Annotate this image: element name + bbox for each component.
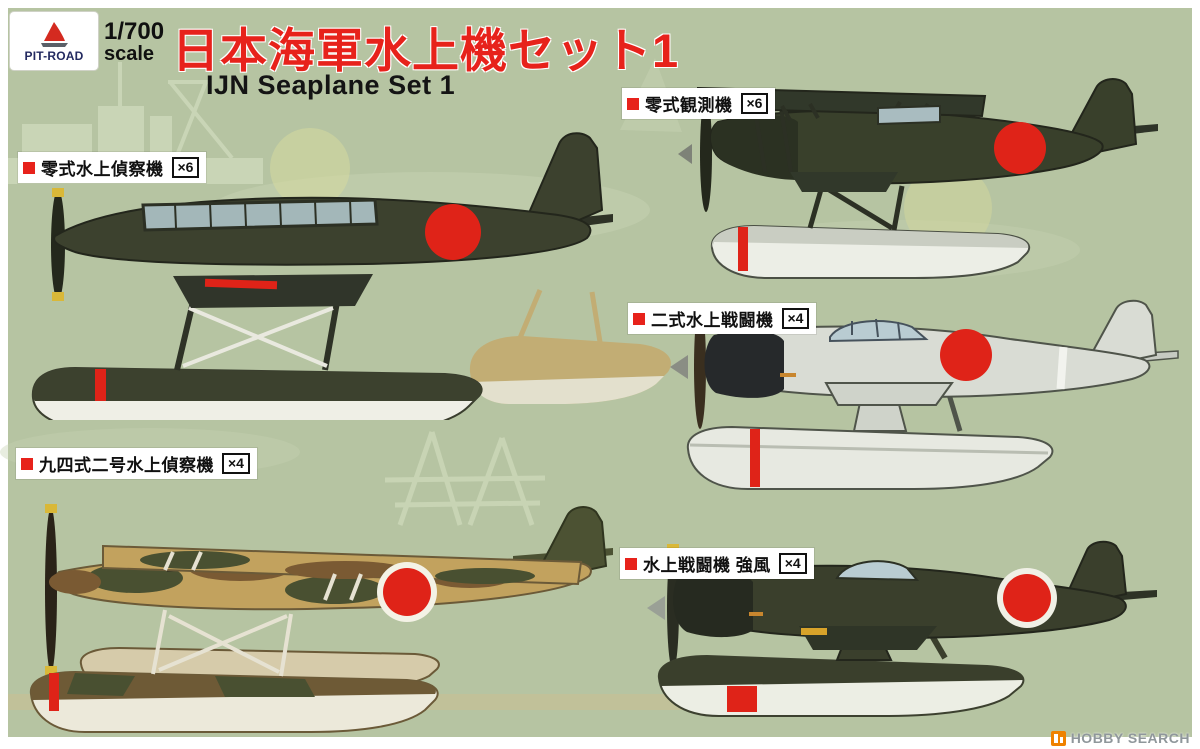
brand-name: PIT-ROAD: [24, 48, 84, 63]
watermark-text: HOBBY SEARCH: [1070, 730, 1190, 746]
hinomaru-roundel: [940, 329, 992, 381]
pit-road-logo: PIT-ROAD: [10, 12, 98, 70]
label-type2-floatplane-fighter: 二式水上戦闘機 ×4: [628, 303, 817, 334]
label-quantity: ×4: [781, 308, 810, 329]
hinomaru-roundel: [383, 568, 431, 616]
illustration-type0-observation-seaplane: [678, 78, 1158, 279]
label-bullet: [633, 312, 645, 325]
illustration-type2-floatplane-fighter: [670, 299, 1179, 490]
float-red-stripe: [49, 673, 59, 711]
canopy: [141, 198, 379, 232]
hinomaru-roundel: [1003, 574, 1051, 622]
label-bullet: [625, 557, 637, 570]
hinomaru-roundel: [994, 122, 1046, 174]
label-quantity: ×4: [222, 453, 250, 474]
label-bullet: [21, 457, 33, 470]
label-bullet: [23, 161, 35, 174]
label-quantity: ×4: [778, 553, 807, 574]
product-title-english: IJN Seaplane Set 1: [206, 70, 456, 100]
hobby-search-watermark: HOBBY SEARCH: [1050, 730, 1190, 746]
hinomaru-roundel: [425, 204, 481, 260]
pit-road-sail-icon: [41, 21, 68, 47]
hobby-search-logo-icon: [1050, 730, 1066, 746]
label-quantity: ×6: [740, 93, 769, 114]
canopy: [835, 560, 920, 582]
label-text: 水上戦闘機 強風: [643, 556, 771, 575]
label-type0-reconnaissance-seaplane: 零式水上偵察機 ×6: [18, 152, 207, 183]
scale-value: 1/700: [104, 18, 165, 45]
product-title-japanese: 日本海軍水上機セット1: [172, 24, 680, 77]
float-red-stripe: [738, 227, 748, 271]
scale-text: 1/700 scale: [104, 18, 165, 66]
label-type0-observation-seaplane: 零式観測機 ×6: [622, 88, 776, 119]
label-text: 九四式二号水上偵察機: [39, 456, 214, 475]
label-text: 零式水上偵察機: [41, 160, 164, 179]
scale-word: scale: [104, 43, 155, 66]
float-red-band: [727, 686, 757, 712]
label-type94-reconnaissance-seaplane: 九四式二号水上偵察機 ×4: [16, 448, 257, 479]
canopy: [877, 104, 941, 126]
float-red-stripe: [95, 369, 106, 401]
label-text: 零式観測機: [645, 96, 733, 115]
illustration-type0-reconnaissance-seaplane: [31, 132, 613, 420]
label-text: 二式水上戦闘機: [651, 311, 774, 330]
label-bullet: [627, 97, 639, 110]
float-red-stripe: [750, 429, 760, 487]
label-quantity: ×6: [171, 157, 200, 178]
illustration-type94-reconnaissance-seaplane: [29, 504, 613, 733]
label-kyofu-floatplane-fighter: 水上戦闘機 強風 ×4: [620, 548, 814, 579]
